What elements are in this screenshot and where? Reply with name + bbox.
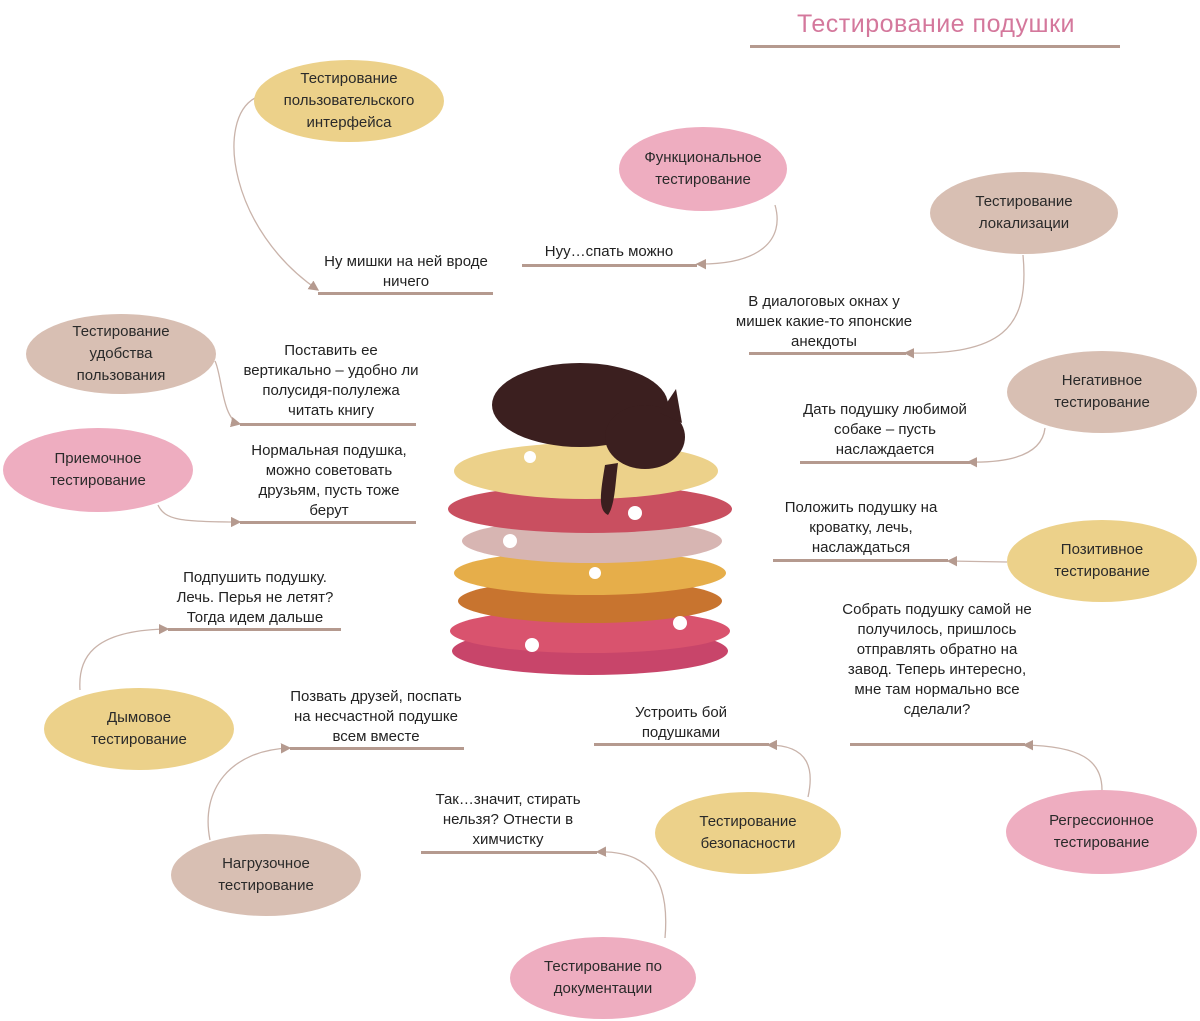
link-documentation xyxy=(595,846,667,939)
note-documentation-testing: Так…значит, стирать нельзя? Отнести в хи… xyxy=(435,791,581,848)
note-underline xyxy=(240,521,416,524)
link-functional xyxy=(695,204,778,270)
link-smoke xyxy=(79,623,170,691)
link-regression xyxy=(1022,739,1103,791)
link-acceptance xyxy=(157,504,242,528)
note-underline xyxy=(594,743,769,746)
node-security-testing: Тестирование безопасности xyxy=(655,792,841,874)
note-underline xyxy=(850,743,1025,746)
node-load-testing: Нагрузочное тестирование xyxy=(171,834,361,916)
note-functional-testing: Нуу…спать можно xyxy=(544,243,674,260)
node-localization-testing: Тестирование локализации xyxy=(930,172,1118,254)
link-negative xyxy=(966,427,1046,468)
node-documentation-testing: Тестирование по документации xyxy=(510,937,696,1019)
node-functional-testing: Функциональное тестирование xyxy=(619,127,787,211)
link-security xyxy=(766,739,811,798)
note-positive-testing: Положить подушку на кроватку, лечь, насл… xyxy=(784,499,938,556)
note-underline xyxy=(800,461,970,464)
note-localization-testing: В диалоговых окнах у мишек какие-то япон… xyxy=(735,293,913,350)
page-title: Тестирование подушки xyxy=(797,10,1075,38)
note-security-testing: Устроить бой подушками xyxy=(634,704,728,741)
node-regression-testing: Регрессионное тестирование xyxy=(1006,790,1197,874)
link-load xyxy=(207,743,292,841)
note-acceptance-testing: Нормальная подушка, можно советовать дру… xyxy=(251,442,407,519)
node-ui-testing: Тестирование пользовательского интерфейс… xyxy=(254,60,444,142)
note-load-testing: Позвать друзей, поспать на несчастной по… xyxy=(290,688,462,745)
note-underline xyxy=(240,423,416,426)
node-positive-testing: Позитивное тестирование xyxy=(1007,520,1197,602)
note-underline xyxy=(749,352,906,355)
note-underline xyxy=(290,747,464,750)
note-underline xyxy=(168,628,341,631)
link-localization xyxy=(903,254,1025,359)
note-underline xyxy=(773,559,948,562)
note-negative-testing: Дать подушку любимой собаке – пусть насл… xyxy=(803,401,967,458)
note-regression-testing: Собрать подушку самой не получилось, при… xyxy=(842,601,1032,718)
note-ui-testing: Ну мишки на ней вроде ничего xyxy=(324,253,488,290)
link-positive xyxy=(946,555,1008,567)
note-smoke-testing: Подпушить подушку. Лечь. Перья не летят?… xyxy=(176,569,334,626)
node-usability-testing: Тестирование удобства пользования xyxy=(26,314,216,394)
link-ui xyxy=(233,97,320,291)
note-underline xyxy=(318,292,493,295)
pillow-cat-illustration xyxy=(440,345,748,677)
note-underline xyxy=(421,851,597,854)
link-usability xyxy=(214,360,242,428)
node-negative-testing: Негативное тестирование xyxy=(1007,351,1197,433)
node-smoke-testing: Дымовое тестирование xyxy=(44,688,234,770)
note-underline xyxy=(522,264,697,267)
note-usability-testing: Поставить ее вертикально – удобно ли пол… xyxy=(243,342,419,419)
title-underline xyxy=(750,45,1120,48)
node-acceptance-testing: Приемочное тестирование xyxy=(3,428,193,512)
